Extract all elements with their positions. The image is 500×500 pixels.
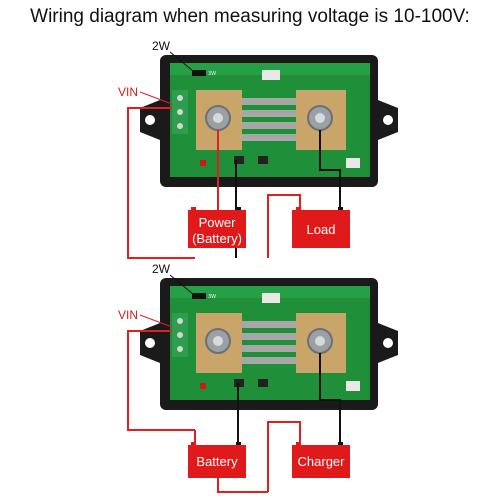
bottom-box-battery-fill xyxy=(188,445,246,478)
top-shunt-bar-2 xyxy=(242,110,296,117)
top-shunt-bar-4 xyxy=(242,134,296,141)
bottom-pcb-strip xyxy=(170,286,370,298)
top-box-load: Load xyxy=(292,207,350,248)
top-terminal-screw-1 xyxy=(177,95,183,101)
bottom-left-hole xyxy=(145,338,155,348)
top-connector xyxy=(262,70,280,80)
bottom-box-charger-fill xyxy=(292,445,350,478)
top-box-power-terminal-pos xyxy=(191,207,196,210)
top-chip-2 xyxy=(258,156,268,164)
top-box-power-line2: (Battery) xyxy=(192,231,242,246)
bottom-terminal-screw-1 xyxy=(177,318,183,324)
bottom-right-hole xyxy=(383,338,393,348)
top-box-power-line1: Power xyxy=(199,215,237,230)
bottom-wire-charger-black xyxy=(319,353,341,445)
bottom-wire-vin-red xyxy=(127,330,195,431)
bottom-wires xyxy=(127,330,341,493)
top-vin-pointer xyxy=(139,91,173,105)
top-jumper xyxy=(192,70,206,76)
top-box-power-terminal-neg xyxy=(236,207,241,210)
top-bolt-left-center xyxy=(213,113,223,123)
bottom-label-vin: VIN xyxy=(118,308,138,322)
bottom-box-battery: Battery xyxy=(188,442,246,478)
top-box-power-fill xyxy=(188,210,246,248)
top-wire-vin-red xyxy=(127,107,195,259)
bottom-terminal-screw-3 xyxy=(177,346,183,352)
bottom-bolt-left-center xyxy=(213,336,223,346)
bottom-wire-charger-red-2 xyxy=(267,421,301,492)
bottom-shunt-bar-4 xyxy=(242,357,296,364)
top-pcb-strip xyxy=(170,63,370,75)
top-left-hole xyxy=(145,115,155,125)
bottom-chip-2 xyxy=(258,379,268,387)
top-wire-load-black xyxy=(319,130,341,210)
bottom-wire-battery-link xyxy=(217,478,268,493)
bottom-sensor-connector xyxy=(346,381,360,391)
top-chip-1 xyxy=(234,156,244,164)
bottom-connector xyxy=(262,293,280,303)
top-wire-load-red xyxy=(267,194,301,258)
bottom-box-charger-label: Charger xyxy=(298,454,346,469)
top-terminal-screw-3 xyxy=(177,123,183,129)
bottom-vin-pointer xyxy=(139,314,173,328)
bottom-shunt-bar-2 xyxy=(242,333,296,340)
top-right-hole xyxy=(383,115,393,125)
bottom-relay-led xyxy=(200,383,206,389)
bottom-shunt-bar-3 xyxy=(242,345,296,352)
bottom-shunt-bar-1 xyxy=(242,321,296,328)
bottom-box-charger-terminal-pos xyxy=(296,442,301,445)
bottom-module: 3W xyxy=(140,278,398,410)
top-2w-pointer xyxy=(169,51,194,72)
diagram-title: Wiring diagram when measuring voltage is… xyxy=(30,6,470,27)
bottom-jumper-text: 3W xyxy=(208,294,216,300)
bottom-box-battery-terminal-neg xyxy=(236,442,241,445)
bottom-box-charger-terminal-neg xyxy=(338,442,343,445)
bottom-box-battery-label: Battery xyxy=(196,454,238,469)
top-label-2w: 2W xyxy=(152,39,171,53)
top-box-load-fill xyxy=(292,210,350,248)
top-label-vin: VIN xyxy=(118,85,138,99)
top-box-load-label: Load xyxy=(307,222,336,237)
top-box-load-terminal-neg xyxy=(338,207,343,210)
top-jumper-text: 3W xyxy=(208,71,216,77)
bottom-box-charger: Charger xyxy=(292,442,350,478)
top-box-load-terminal-pos xyxy=(296,207,301,210)
bottom-label-2w: 2W xyxy=(152,262,171,276)
bottom-box-battery-terminal-pos xyxy=(191,442,196,445)
top-relay-led xyxy=(200,160,206,166)
top-bolt-right-center xyxy=(315,113,325,123)
bottom-2w-pointer xyxy=(169,274,194,295)
bottom-terminal-screw-2 xyxy=(177,332,183,338)
bottom-jumper xyxy=(192,293,206,299)
top-shunt-bar-1 xyxy=(242,98,296,105)
top-shunt-bar-3 xyxy=(242,122,296,129)
bottom-bolt-right-center xyxy=(315,336,325,346)
top-sensor-connector xyxy=(346,158,360,168)
top-box-power: Power (Battery) xyxy=(188,207,246,248)
top-module: 3W xyxy=(140,55,398,187)
top-terminal-screw-2 xyxy=(177,109,183,115)
